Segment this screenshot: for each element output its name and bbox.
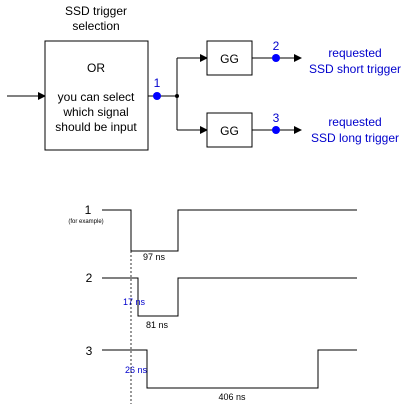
- signal-3-pulse-width: 406 ns: [218, 392, 246, 402]
- gate-generator-top-label: GG: [220, 52, 239, 66]
- signal-1-pulse-width: 97 ns: [143, 252, 166, 262]
- signal-3-delay: 26 ns: [125, 365, 148, 375]
- node-2-dot: [272, 54, 280, 62]
- or-description-line3: should be input: [55, 120, 137, 134]
- or-label: OR: [87, 61, 105, 75]
- gate-generator-bottom: [206, 112, 253, 148]
- gate-generator-top: [206, 40, 253, 76]
- node-3-dot: [272, 126, 280, 134]
- signal-2-waveform: [102, 277, 357, 317]
- diagram-title-line2: selection: [72, 19, 119, 33]
- signal-1-waveform: [102, 209, 357, 252]
- short-trigger-label-line1: requested: [328, 46, 381, 60]
- gate-generator-bottom-label: GG: [220, 124, 239, 138]
- signal-1-label: 1: [85, 203, 92, 217]
- signal-2-delay: 17 ns: [123, 297, 146, 307]
- or-description-line2: which signal: [62, 105, 128, 119]
- node-1-dot: [153, 92, 161, 100]
- node-3-label: 3: [273, 111, 280, 125]
- diagram-title-line1: SSD trigger: [65, 4, 127, 18]
- or-selection-box: [44, 40, 149, 151]
- or-description-line1: you can select: [58, 90, 135, 104]
- short-trigger-label-line2: SSD short trigger: [309, 62, 401, 76]
- node-1-label: 1: [154, 76, 161, 90]
- signal-3-label: 3: [86, 344, 93, 358]
- signal-3-waveform: [102, 349, 357, 389]
- node-2-label: 2: [273, 39, 280, 53]
- signal-1-note: (for example): [68, 219, 103, 225]
- signal-2-pulse-width: 81 ns: [146, 320, 169, 330]
- signal-2-label: 2: [86, 271, 93, 285]
- long-trigger-label-line2: SSD long trigger: [311, 131, 399, 145]
- long-trigger-label-line1: requested: [328, 115, 381, 129]
